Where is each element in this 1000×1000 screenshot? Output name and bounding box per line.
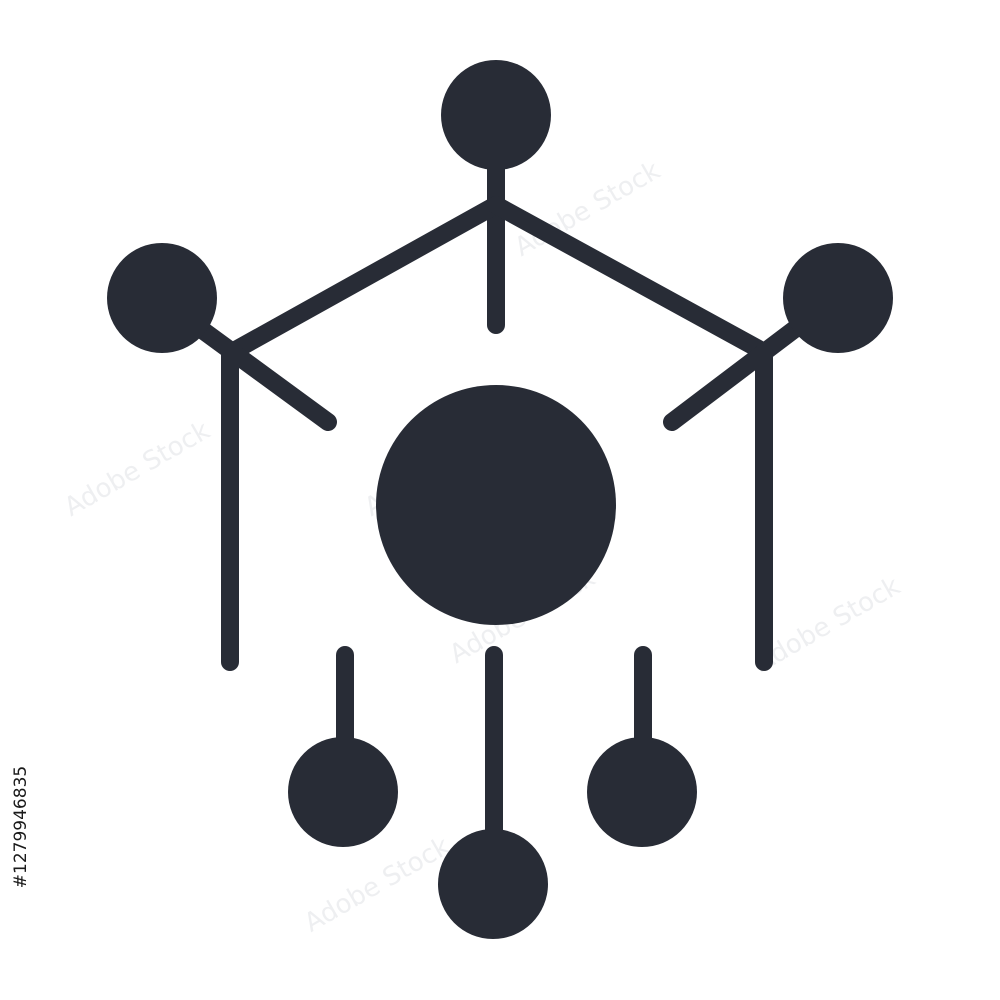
center-hub-circle	[376, 385, 616, 625]
top-node-circle	[441, 60, 551, 170]
watermark-text: Adobe Stock	[750, 571, 906, 678]
right-node-circle	[783, 243, 893, 353]
roof-right-line	[487, 196, 773, 361]
watermark-text: Adobe Stock	[59, 416, 215, 523]
watermark-text: Adobe Stock	[299, 831, 455, 938]
bottom-center-node-circle	[438, 829, 548, 939]
left-node-circle	[107, 243, 217, 353]
stock-id-label: #1279946835	[4, 752, 38, 902]
bottom-left-node-circle	[288, 737, 398, 847]
stock-id-text: #1279946835	[11, 765, 31, 889]
bottom-right-node-circle	[587, 737, 697, 847]
roof-left-line	[223, 196, 505, 361]
